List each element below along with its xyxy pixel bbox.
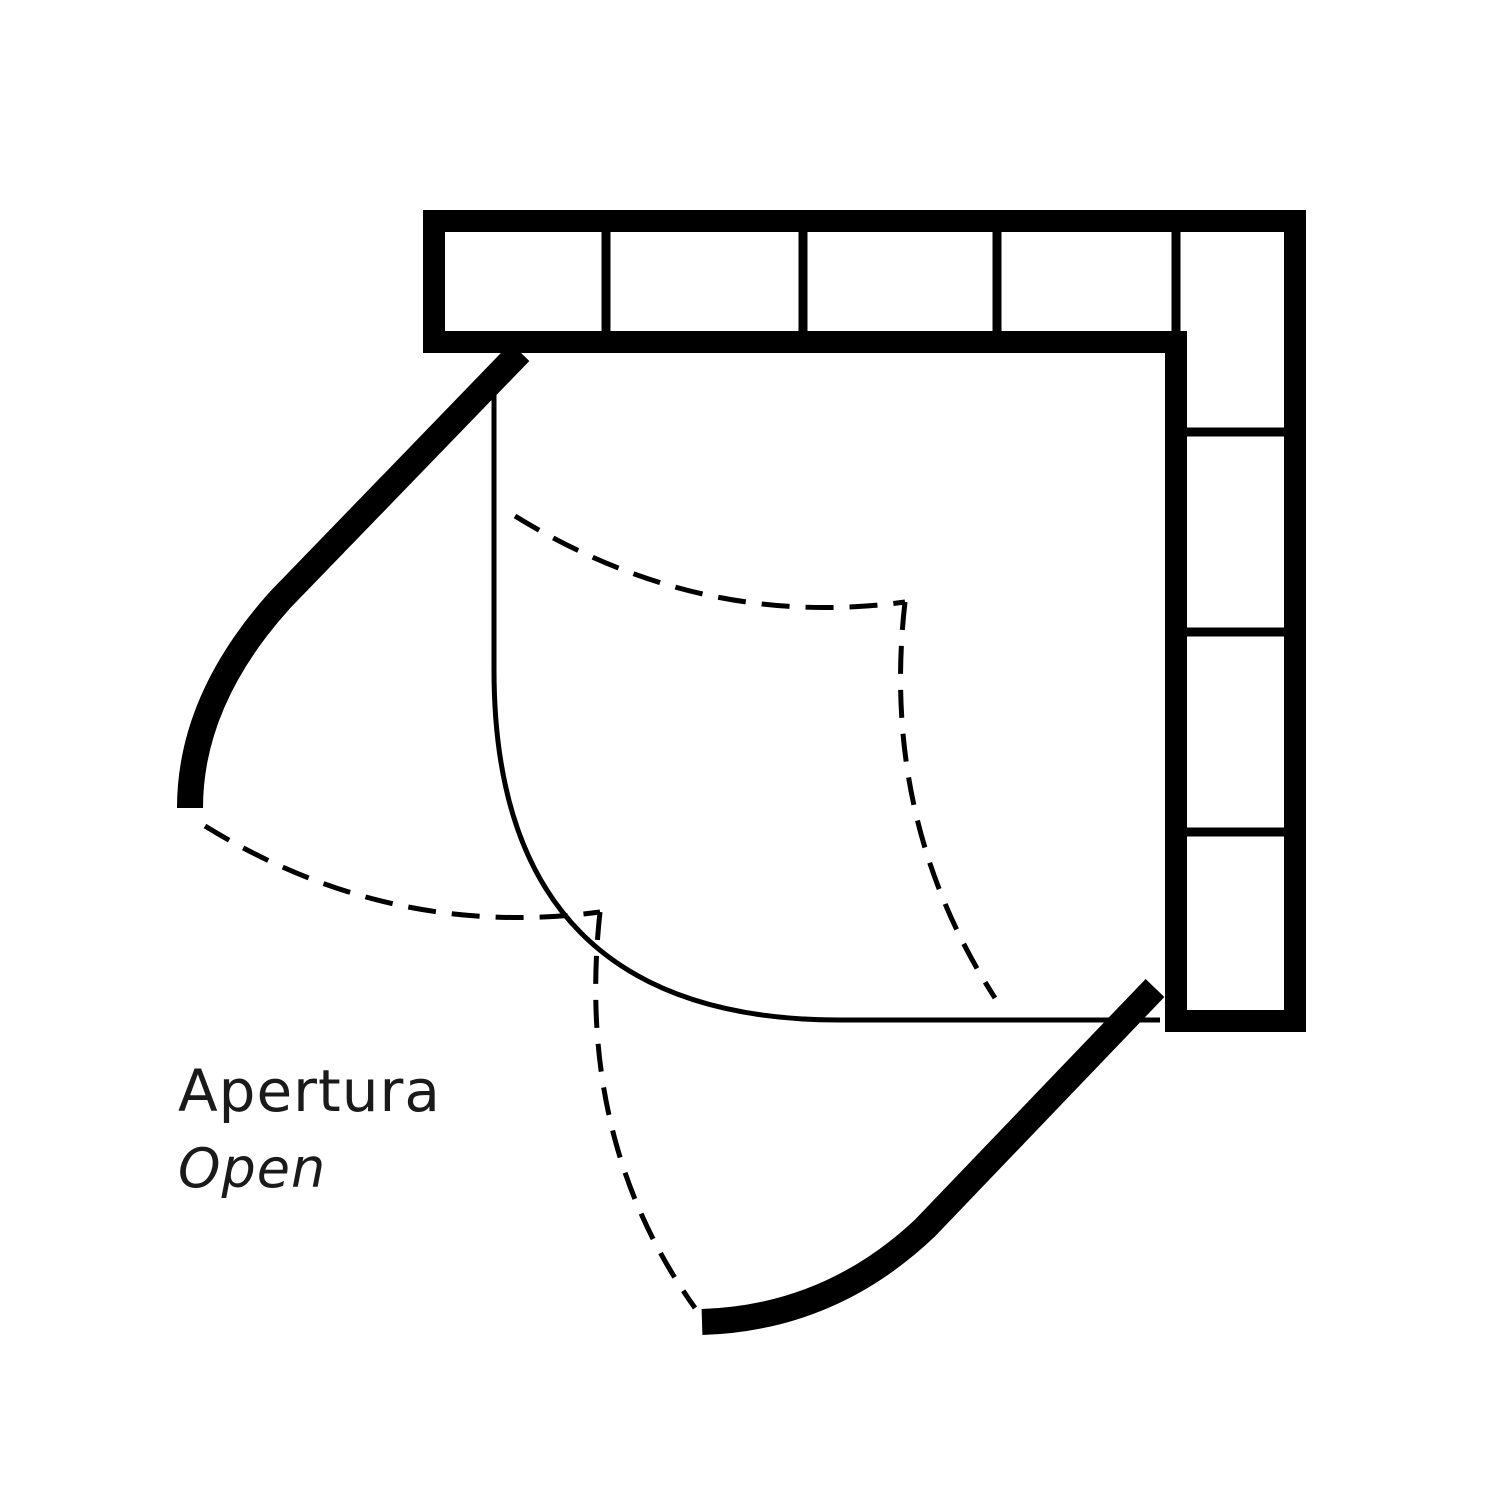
left-door-panel [177,342,530,809]
wall-tile-dividers [601,221,1295,837]
label-primary: Apertura [178,1057,441,1125]
door-swing-arcs [203,513,998,1310]
bottom-door-panel [701,979,1165,1335]
inner-swing-arc-vertical [898,601,998,1000]
shower-tray-outline [491,385,1160,1023]
opening-label: Apertura Open [178,1062,441,1196]
wall-outline [423,210,1306,1032]
inner-swing-arc-horizontal [513,513,906,611]
outer-swing-arc-horizontal [203,823,601,921]
outer-swing-arc-vertical [593,911,698,1310]
label-secondary: Open [178,1137,327,1200]
top-wall [423,210,1306,1032]
